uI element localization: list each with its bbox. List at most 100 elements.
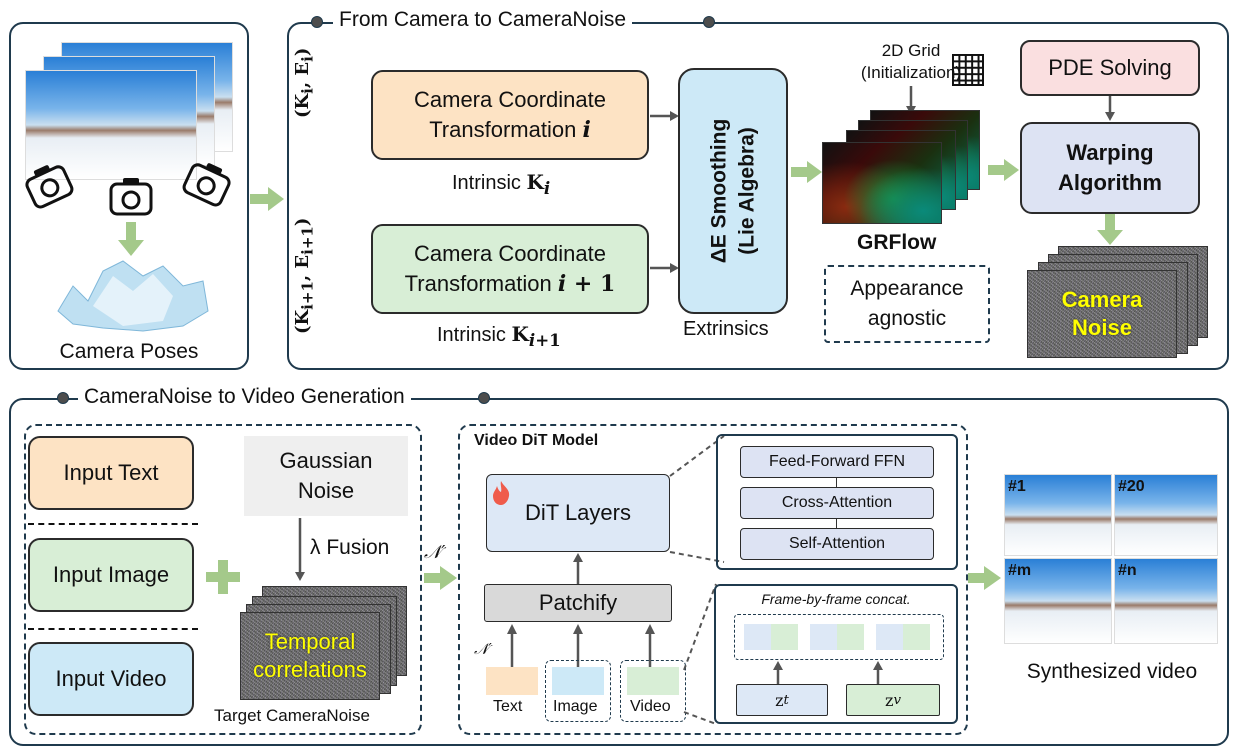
- label-k-i1-e-i1: (Ki+1, Ei+1): [292, 217, 317, 334]
- n-prime-label: 𝒩′: [424, 542, 446, 563]
- grid-icon: [952, 54, 984, 86]
- intrinsic-k-i: Intrinsic Ki: [452, 170, 551, 198]
- bottom-panel-title: CameraNoise to Video Generation: [78, 385, 411, 409]
- frame-n-label: #n: [1118, 562, 1137, 579]
- image-token-label: Image: [553, 698, 598, 715]
- arrow-to-smoothing-bottom: [650, 263, 679, 273]
- arrow-patchify-up: [573, 553, 583, 586]
- concat-token-3: [876, 624, 930, 650]
- bottom-title-dot-right: [478, 392, 490, 404]
- concat-tokens-frame: [734, 614, 944, 660]
- camera-transform-i-box: Camera Coordinate Transformation i: [371, 70, 649, 160]
- dit-title: Video DiT Model: [474, 432, 599, 449]
- frame-20: [1114, 474, 1218, 556]
- video-token-label: Video: [630, 698, 671, 715]
- lambda-fusion-label: λ Fusion: [310, 536, 390, 559]
- camera-icon-right: [182, 163, 231, 207]
- camera-icon-left: [25, 165, 74, 209]
- fire-icon: [493, 481, 510, 505]
- right-arrow-icon: [250, 187, 284, 211]
- concat-block: [714, 584, 958, 724]
- warping-algorithm-box: Warping Algorithm: [1020, 122, 1200, 214]
- frame-n: [1114, 558, 1218, 644]
- plus-icon: [206, 560, 240, 594]
- cross-attention-box: Cross-Attention: [740, 487, 934, 519]
- down-arrow-icon: [118, 222, 144, 256]
- patchify-box: Patchify: [484, 584, 672, 622]
- input-image-box: Input Image: [28, 538, 194, 612]
- appearance-agnostic-text: Appearance agnostic: [850, 277, 964, 330]
- arrow-to-grflow: [791, 161, 822, 183]
- label-k-i-e-i: (Ki, Ei): [292, 47, 317, 118]
- camera-transform-i-line1: Camera Coordinate: [414, 87, 606, 112]
- camera-frame-front: [25, 70, 197, 180]
- concat-token-1: [744, 624, 798, 650]
- arrow-warping-down: [1097, 214, 1123, 245]
- camera-noise-front: Camera Noise: [1027, 270, 1177, 358]
- attn-connector-1: [836, 478, 837, 487]
- camera-poses-caption: Camera Poses: [59, 340, 199, 363]
- concat-token-2: [810, 624, 864, 650]
- camera-transform-i1-box: Camera Coordinate Transformation i + 1: [371, 224, 649, 314]
- inputs-container: [24, 424, 422, 735]
- camera-transform-i-line2: Transformation i: [429, 117, 591, 143]
- arrow-to-smoothing-top: [650, 111, 679, 121]
- grflow-layer-1: [822, 142, 942, 224]
- grflow-label: GRFlow: [857, 231, 937, 254]
- video-dit-container: [458, 424, 968, 735]
- concat-title: Frame-by-frame concat.: [761, 591, 911, 607]
- n-prime-small: 𝒩′: [474, 640, 492, 658]
- arrow-to-synth: [968, 566, 1001, 590]
- attn-connector-2: [836, 519, 837, 528]
- smoothing-text: ΔE Smoothing (Lie Algebra): [707, 118, 758, 264]
- input-video-box: Input Video: [28, 642, 194, 716]
- intrinsic-k-i1: Intrinsic Ki+1: [437, 322, 561, 350]
- temporal-noise-front: Temporal correlations: [240, 612, 380, 700]
- frame-1-label: #1: [1008, 478, 1026, 495]
- video-token-frame: [620, 660, 686, 722]
- attention-block: [716, 434, 958, 570]
- grid-init-label: 2D Grid (Initialization): [860, 41, 962, 82]
- bottom-title-dot-left: [57, 392, 69, 404]
- frame-20-label: #20: [1118, 478, 1145, 495]
- appearance-agnostic-box: [824, 265, 990, 343]
- self-attention-box: Self-Attention: [740, 528, 934, 560]
- camera-icon-center: [109, 178, 153, 216]
- gaussian-noise-box: Gaussian Noise: [244, 436, 408, 516]
- concat-arrows: [773, 661, 883, 686]
- dit-layers-box: DiT Layers: [486, 474, 670, 552]
- video-token: [627, 667, 679, 695]
- zoom-lines-bottom: [683, 583, 717, 725]
- top-panel-title: From Camera to CameraNoise: [333, 8, 633, 32]
- arrow-to-warping: [988, 159, 1019, 181]
- text-token-label: Text: [493, 698, 523, 715]
- ffn-box: Feed-Forward FFN: [740, 446, 934, 478]
- divider-2: [28, 628, 198, 630]
- image-token-frame: [545, 660, 611, 722]
- arrow-pde-down: [1105, 96, 1115, 121]
- arrow-fusion-down: [295, 518, 305, 581]
- synthesized-video-label: Synthesized video: [1026, 660, 1198, 683]
- token-arrows: [507, 624, 655, 668]
- title-dot-left: [311, 16, 323, 28]
- zoom-lines: [669, 435, 725, 563]
- input-text-box: Input Text: [28, 436, 194, 510]
- camera-transform-i1-line2: Transformation i + 1: [404, 271, 616, 297]
- target-cameranoise-label: Target CameraNoise: [214, 706, 370, 725]
- scene-reconstruction: [57, 260, 209, 332]
- title-dot-right: [703, 16, 715, 28]
- frame-m-label: #m: [1008, 562, 1032, 579]
- divider-1: [28, 523, 198, 525]
- frame-m: [1004, 558, 1112, 644]
- pde-solving-box: PDE Solving: [1020, 40, 1200, 96]
- camera-poses-panel: Camera Poses: [9, 22, 249, 370]
- frame-1: [1004, 474, 1112, 556]
- camera-icons: [25, 163, 231, 216]
- lie-algebra-smoothing-box: ΔE Smoothing (Lie Algebra): [678, 68, 788, 314]
- extrinsics-label: Extrinsics: [683, 318, 769, 340]
- arrow-to-dit: [424, 566, 457, 590]
- text-token: [486, 667, 538, 695]
- camera-transform-i1-line1: Camera Coordinate: [414, 241, 606, 266]
